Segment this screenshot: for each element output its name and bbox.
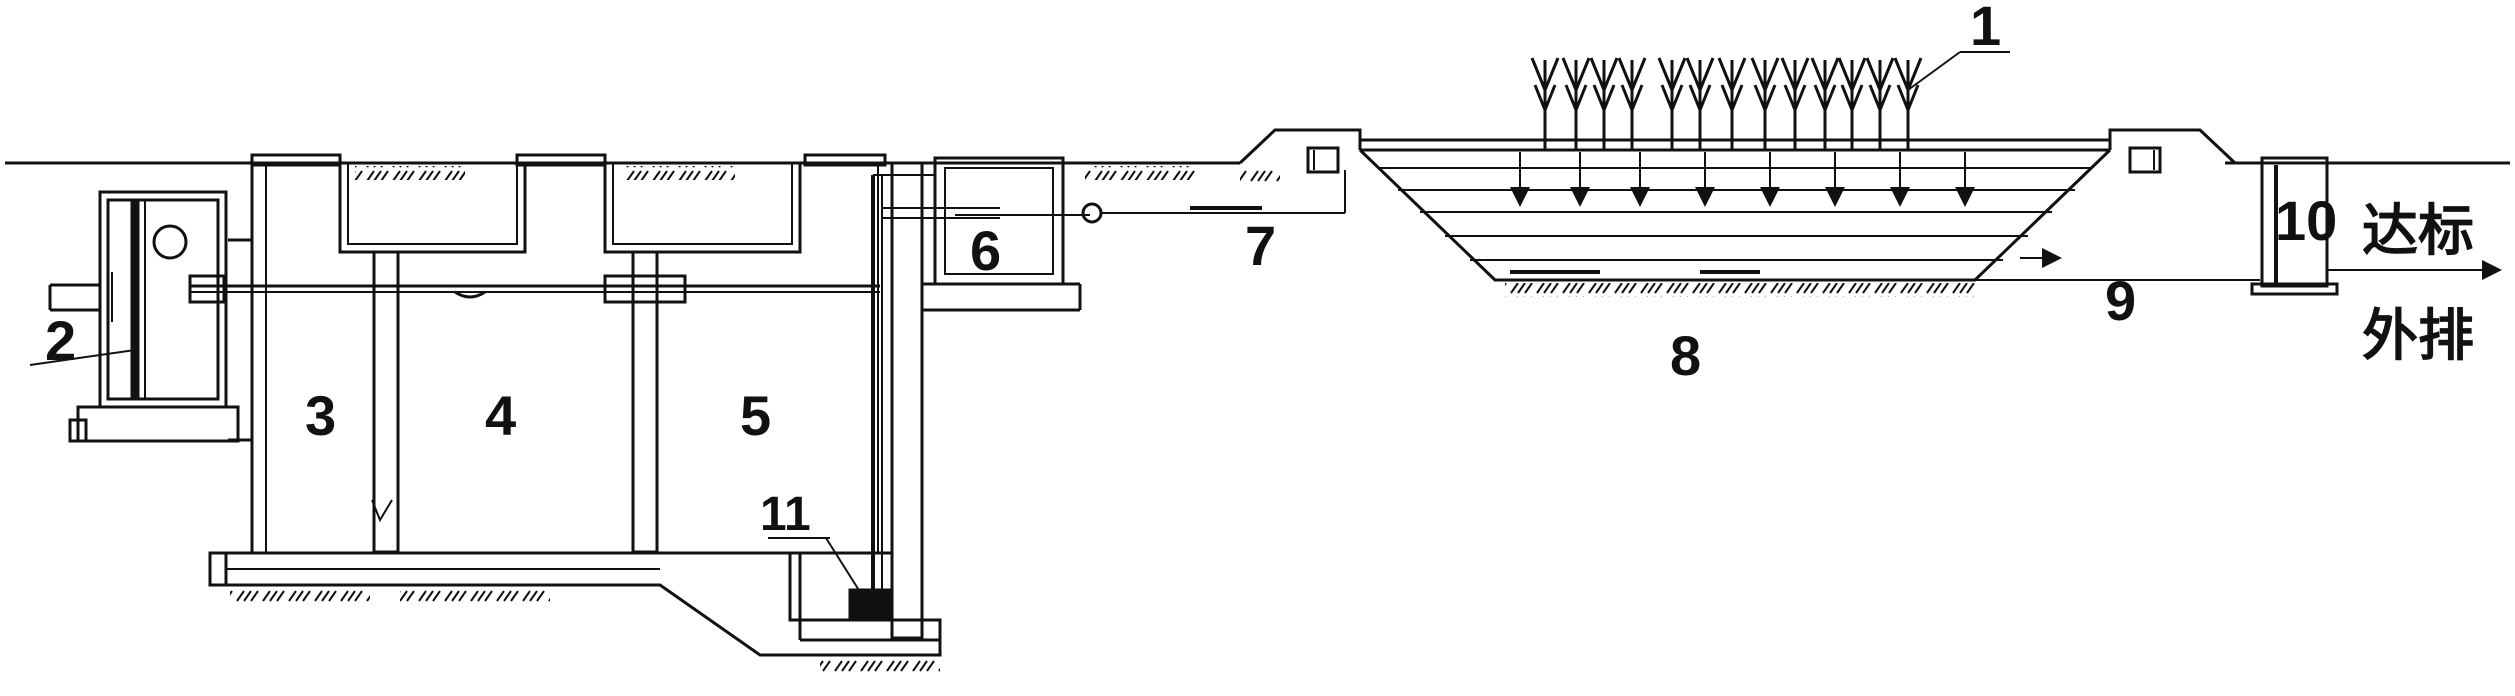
label-10: 10 [2275, 189, 2337, 252]
treatment-tanks [188, 153, 942, 657]
pump-well [798, 161, 1000, 642]
pipe-7 [1100, 170, 1346, 214]
label-5: 5 [740, 384, 771, 447]
discharge-label-bottom: 外排 [2362, 304, 2474, 369]
label-6: 6 [970, 219, 1001, 282]
discharge-label-top: 达标 [2362, 199, 2474, 264]
label-3: 3 [305, 384, 336, 447]
label-11: 11 [760, 488, 811, 541]
label-8: 8 [1670, 324, 1701, 387]
unit-6-box [922, 156, 1103, 312]
label-7: 7 [1245, 214, 1276, 277]
label-2: 2 [45, 309, 76, 372]
wetland-plants [1530, 57, 1923, 150]
leader-line-2 [29, 349, 136, 366]
flow-arrows [1510, 152, 1975, 207]
label-9: 9 [2105, 269, 2136, 332]
label-1: 1 [1970, 0, 2001, 57]
inlet-screen-well [48, 190, 240, 443]
unit-10-box [2250, 156, 2502, 296]
constructed-wetland [1238, 128, 2260, 282]
leader-line-1 [1907, 51, 1961, 91]
label-4: 4 [485, 384, 516, 447]
ground-hatching [230, 166, 1975, 674]
